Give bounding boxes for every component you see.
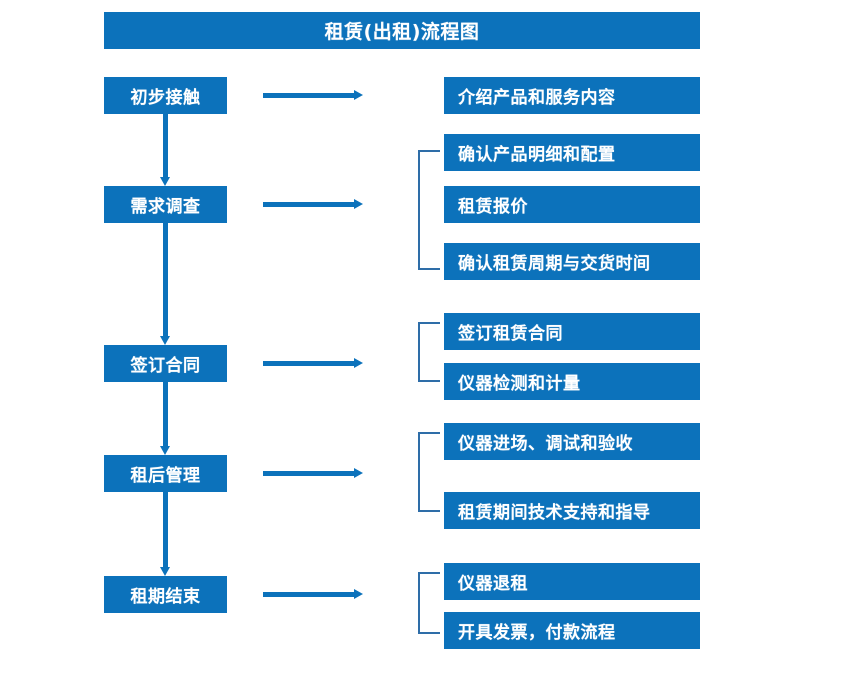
group-bracket-3 (418, 322, 440, 382)
detail-box-8[interactable]: 租赁期间技术支持和指导 (444, 492, 700, 529)
right-arrow-icon-3 (263, 358, 363, 369)
group-bracket-5 (418, 572, 440, 634)
detail-box-6[interactable]: 仪器检测和计量 (444, 363, 700, 400)
stage-box-3[interactable]: 签订合同 (104, 345, 227, 382)
chart-title: 租赁(出租)流程图 (104, 12, 700, 49)
right-arrow-icon-2 (263, 199, 363, 210)
group-bracket-4 (418, 432, 440, 512)
detail-box-10[interactable]: 开具发票，付款流程 (444, 612, 700, 649)
right-arrow-icon-1 (263, 90, 363, 101)
stage-box-5[interactable]: 租期结束 (104, 576, 227, 613)
right-arrow-icon-5 (263, 589, 363, 600)
down-arrow-icon-4 (160, 492, 171, 576)
down-arrow-icon-3 (160, 382, 171, 455)
detail-box-5[interactable]: 签订租赁合同 (444, 313, 700, 350)
detail-box-7[interactable]: 仪器进场、调试和验收 (444, 423, 700, 460)
stage-box-4[interactable]: 租后管理 (104, 455, 227, 492)
right-arrow-icon-4 (263, 468, 363, 479)
group-bracket-2 (418, 150, 440, 270)
stage-box-1[interactable]: 初步接触 (104, 77, 227, 114)
down-arrow-icon-1 (160, 114, 171, 186)
down-arrow-icon-2 (160, 223, 171, 345)
detail-box-2[interactable]: 确认产品明细和配置 (444, 134, 700, 171)
detail-box-4[interactable]: 确认租赁周期与交货时间 (444, 243, 700, 280)
stage-box-2[interactable]: 需求调查 (104, 186, 227, 223)
detail-box-3[interactable]: 租赁报价 (444, 186, 700, 223)
detail-box-9[interactable]: 仪器退租 (444, 563, 700, 600)
detail-box-1[interactable]: 介绍产品和服务内容 (444, 77, 700, 114)
